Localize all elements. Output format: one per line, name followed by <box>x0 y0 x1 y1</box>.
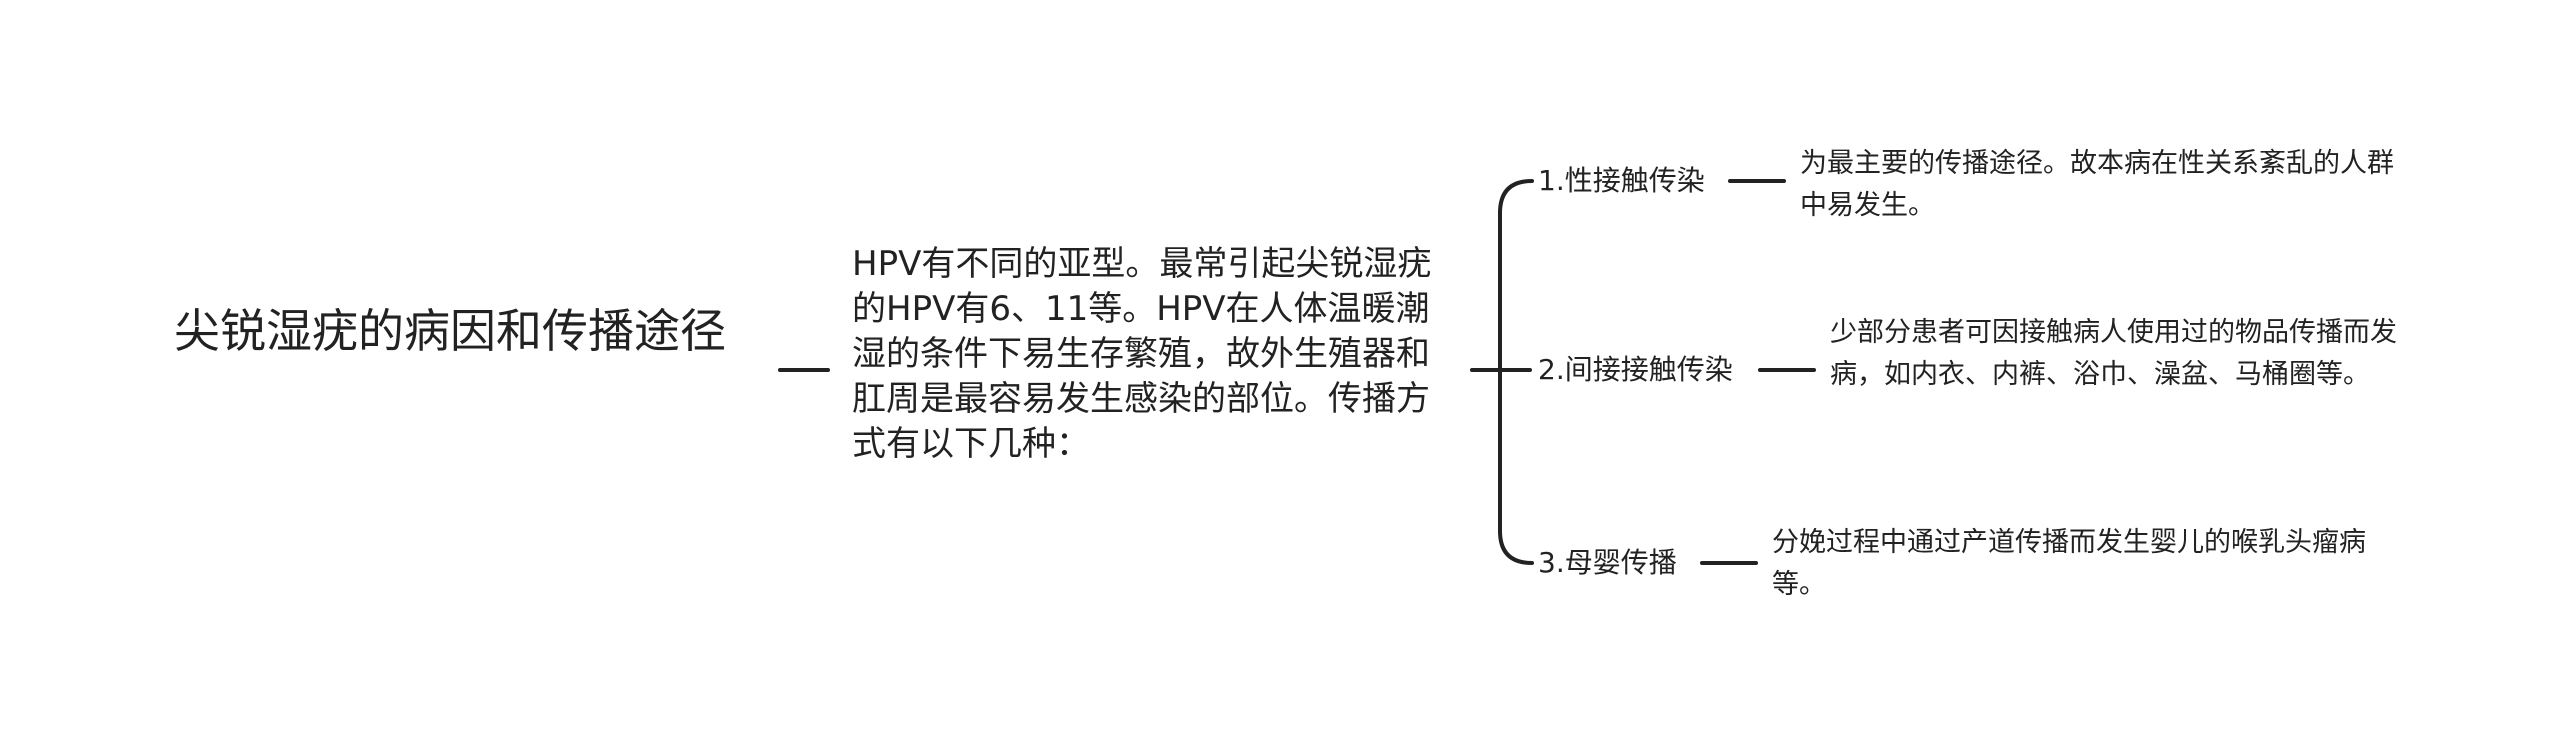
branch-indirect-contact[interactable]: 2.间接接触传染 <box>1538 353 1733 386</box>
detail-mother-to-infant[interactable]: 分娩过程中通过产道传播而发生婴儿的喉乳头瘤病等。 <box>1772 527 2366 600</box>
detail-indirect-contact[interactable]: 少部分患者可因接触病人使用过的物品传播而发病，如内衣、内裤、浴巾、澡盆、马桶圈等… <box>1830 317 2397 390</box>
root-topic[interactable]: 尖锐湿疣的病因和传播途径 <box>174 304 726 358</box>
branch-mother-to-infant[interactable]: 3.母婴传播 <box>1538 546 1677 579</box>
description-topic[interactable]: HPV有不同的亚型。最常引起尖锐湿疣的HPV有6、11等。HPV在人体温暖潮湿的… <box>852 244 1432 464</box>
branch-sexual-contact[interactable]: 1.性接触传染 <box>1538 164 1705 197</box>
detail-sexual-contact[interactable]: 为最主要的传播途径。故本病在性关系紊乱的人群中易发生。 <box>1800 148 2394 221</box>
